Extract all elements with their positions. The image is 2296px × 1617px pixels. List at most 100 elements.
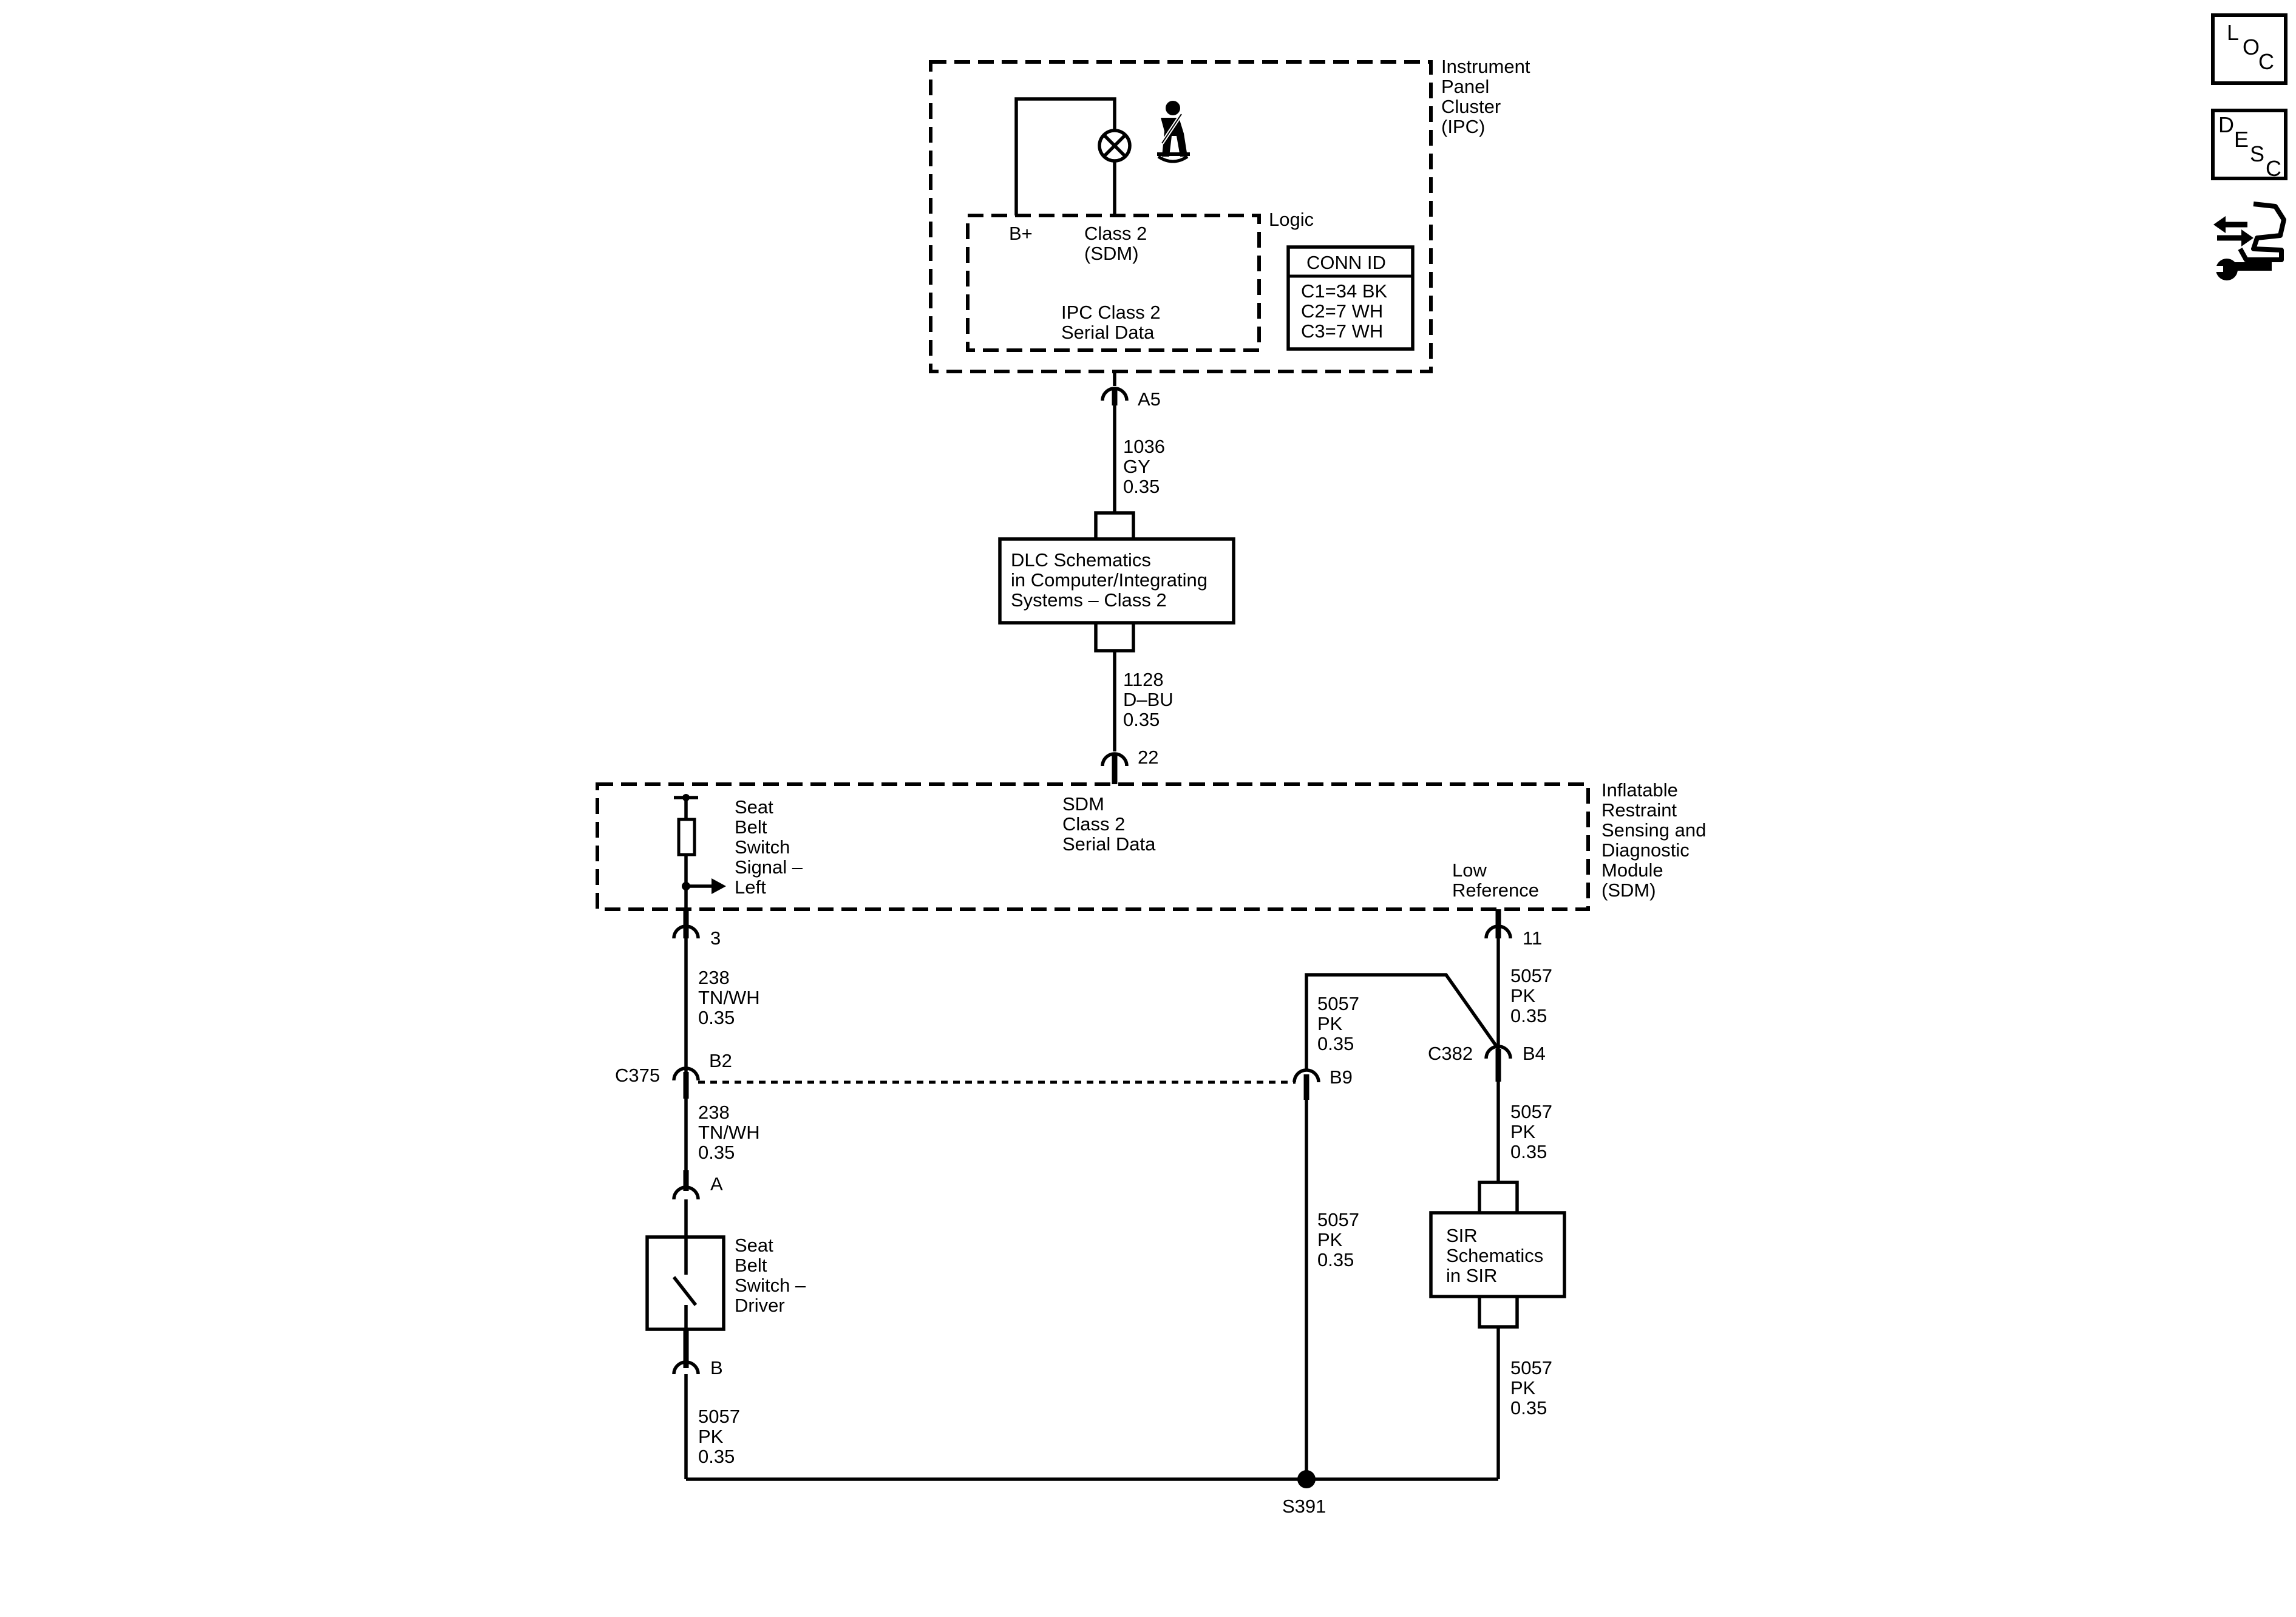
wire-5057-b9-up-gauge: 0.35 bbox=[1317, 1033, 1354, 1054]
wire-238a-circuit: 238 bbox=[698, 967, 730, 988]
dlc-line-2: in Computer/Integrating bbox=[1011, 569, 1207, 591]
splice-s391-label: S391 bbox=[1282, 1496, 1326, 1517]
sdm-3-terminal bbox=[672, 909, 700, 939]
ipc-logic-label: Logic bbox=[1269, 209, 1314, 230]
ipc-title-line-2: Panel bbox=[1441, 76, 1489, 97]
wire-1036-circuit: 1036 bbox=[1123, 436, 1165, 457]
sdm-title-line-2: Restraint bbox=[1601, 799, 1677, 821]
pin-b4-label: B4 bbox=[1523, 1043, 1546, 1064]
low-ref-line-1: Low bbox=[1452, 859, 1487, 881]
pin-b9-label: B9 bbox=[1330, 1066, 1353, 1088]
pin-3-label: 3 bbox=[710, 927, 721, 949]
lamp-icon bbox=[1098, 129, 1132, 163]
ipc-title-line-1: Instrument bbox=[1441, 56, 1530, 77]
sir-line-2: Schematics bbox=[1446, 1245, 1543, 1266]
connector-c375-label: C375 bbox=[615, 1065, 660, 1086]
wire-5057-sw-circuit: 5057 bbox=[698, 1406, 740, 1427]
sdm-22-terminal bbox=[1101, 752, 1129, 784]
ipc-logic-box bbox=[966, 214, 1261, 352]
pullup-resistor-icon bbox=[674, 794, 726, 909]
conn-id-c2: C2=7 WH bbox=[1301, 300, 1383, 322]
wire-238a-gauge: 0.35 bbox=[698, 1007, 735, 1028]
wire-5057-11-color: PK bbox=[1510, 985, 1536, 1006]
pin-22-label: 22 bbox=[1138, 747, 1158, 768]
loc-letter-o: O bbox=[2243, 35, 2260, 59]
wire-5057-b9-down-color: PK bbox=[1317, 1229, 1343, 1250]
ipc-title-line-3: Cluster bbox=[1441, 96, 1501, 117]
wire-5057-sir-circuit: 5057 bbox=[1510, 1357, 1552, 1378]
c375-b2-terminal bbox=[672, 1066, 700, 1099]
conn-id-table: CONN ID C1=34 BK C2=7 WH C3=7 WH bbox=[1286, 245, 1415, 351]
ipc-class2-line-2: (SDM) bbox=[1084, 243, 1139, 264]
sir-line-1: SIR bbox=[1446, 1225, 1478, 1246]
wire-5057-b9-down-circuit: 5057 bbox=[1317, 1209, 1359, 1230]
ipc-serial-line-1: IPC Class 2 bbox=[1061, 302, 1161, 323]
dlc-schematics-box: DLC Schematics in Computer/Integrating S… bbox=[998, 537, 1235, 625]
dlc-line-3: Systems – Class 2 bbox=[1011, 589, 1167, 611]
location-button[interactable]: L O C bbox=[2211, 13, 2288, 85]
wire-5057-sir-gauge: 0.35 bbox=[1510, 1397, 1547, 1419]
ipc-a5-terminal bbox=[1101, 371, 1129, 405]
wire-1128-circuit: 1128 bbox=[1123, 669, 1164, 690]
sdm-module: Inflatable Restraint Sensing and Diagnos… bbox=[596, 779, 1706, 911]
sir-bottom-connector bbox=[1478, 1297, 1519, 1329]
pin-b2-label: B2 bbox=[709, 1050, 732, 1071]
description-button[interactable]: D E S C bbox=[2211, 109, 2288, 181]
wire-5057-b9-up-color: PK bbox=[1317, 1013, 1343, 1034]
wire-1036-gauge: 0.35 bbox=[1123, 476, 1160, 497]
low-ref-line-2: Reference bbox=[1452, 880, 1539, 901]
sdm-title-line-3: Sensing and bbox=[1601, 819, 1706, 841]
sdm-title-line-5: Module bbox=[1601, 859, 1663, 881]
sir-line-3: in SIR bbox=[1446, 1265, 1497, 1286]
desc-letter-d: D bbox=[2218, 112, 2234, 137]
wire-238b-gauge: 0.35 bbox=[698, 1142, 735, 1163]
conn-id-header: CONN ID bbox=[1306, 252, 1386, 273]
wire-5057-b9-to-b4 bbox=[1305, 973, 1500, 1070]
wire-238b-color: TN/WH bbox=[698, 1122, 760, 1143]
switch-driver-line-4: Driver bbox=[735, 1295, 785, 1316]
sdm-title-line-1: Inflatable bbox=[1601, 779, 1678, 801]
conn-id-c3: C3=7 WH bbox=[1301, 320, 1383, 342]
wire-5057-sir-color: PK bbox=[1510, 1377, 1536, 1398]
dlc-top-connector bbox=[1094, 511, 1135, 539]
switch-driver-line-2: Belt bbox=[735, 1255, 767, 1276]
conn-id-c1: C1=34 BK bbox=[1301, 280, 1388, 302]
sdm-serial-line-1: SDM bbox=[1062, 793, 1104, 815]
seat-belt-switch-driver bbox=[645, 1235, 725, 1331]
wrench-icon bbox=[2212, 259, 2272, 280]
wire-5057-b4-gauge: 0.35 bbox=[1510, 1141, 1547, 1162]
connector-view-icon[interactable] bbox=[2212, 202, 2286, 280]
switch-driver-line-3: Switch – bbox=[735, 1275, 806, 1296]
loc-letter-l: L bbox=[2227, 20, 2239, 45]
wire-238b-circuit: 238 bbox=[698, 1102, 730, 1123]
desc-letter-e: E bbox=[2234, 127, 2249, 152]
wire-5057-11-gauge: 0.35 bbox=[1510, 1005, 1547, 1026]
wire-238a-color: TN/WH bbox=[698, 987, 760, 1008]
seat-signal-line-1: Seat bbox=[735, 796, 773, 818]
pin-a5-label: A5 bbox=[1138, 388, 1161, 410]
ipc-class2-line-1: Class 2 bbox=[1084, 223, 1147, 244]
wire-5057-b9-down-gauge: 0.35 bbox=[1317, 1249, 1354, 1270]
seat-signal-line-3: Switch bbox=[735, 836, 790, 858]
switch-b-terminal bbox=[672, 1329, 700, 1375]
wire-1128-color: D–BU bbox=[1123, 689, 1173, 710]
seat-signal-line-2: Belt bbox=[735, 816, 767, 838]
wire-5057-sw-color: PK bbox=[698, 1426, 724, 1447]
ipc-title-line-4: (IPC) bbox=[1441, 116, 1485, 137]
loc-letter-c: C bbox=[2258, 49, 2274, 74]
sir-schematics-box: SIR Schematics in SIR bbox=[1429, 1211, 1566, 1298]
wire-5057-sw-gauge: 0.35 bbox=[698, 1446, 735, 1467]
wire-5057-11-circuit: 5057 bbox=[1510, 965, 1552, 986]
wire-1128-gauge: 0.35 bbox=[1123, 709, 1160, 730]
pin-a-label: A bbox=[710, 1173, 723, 1195]
connector-c382-label: C382 bbox=[1428, 1043, 1473, 1064]
switch-driver-line-1: Seat bbox=[735, 1235, 773, 1256]
sdm-serial-line-3: Serial Data bbox=[1062, 833, 1156, 855]
lamp-feed-wire bbox=[1014, 97, 1116, 215]
wire-1036-color: GY bbox=[1123, 456, 1150, 477]
c382-b4-terminal bbox=[1484, 1045, 1512, 1082]
seat-signal-line-4: Signal – bbox=[735, 856, 803, 878]
dlc-line-1: DLC Schematics bbox=[1011, 549, 1151, 571]
switch-a-terminal bbox=[672, 1170, 700, 1200]
